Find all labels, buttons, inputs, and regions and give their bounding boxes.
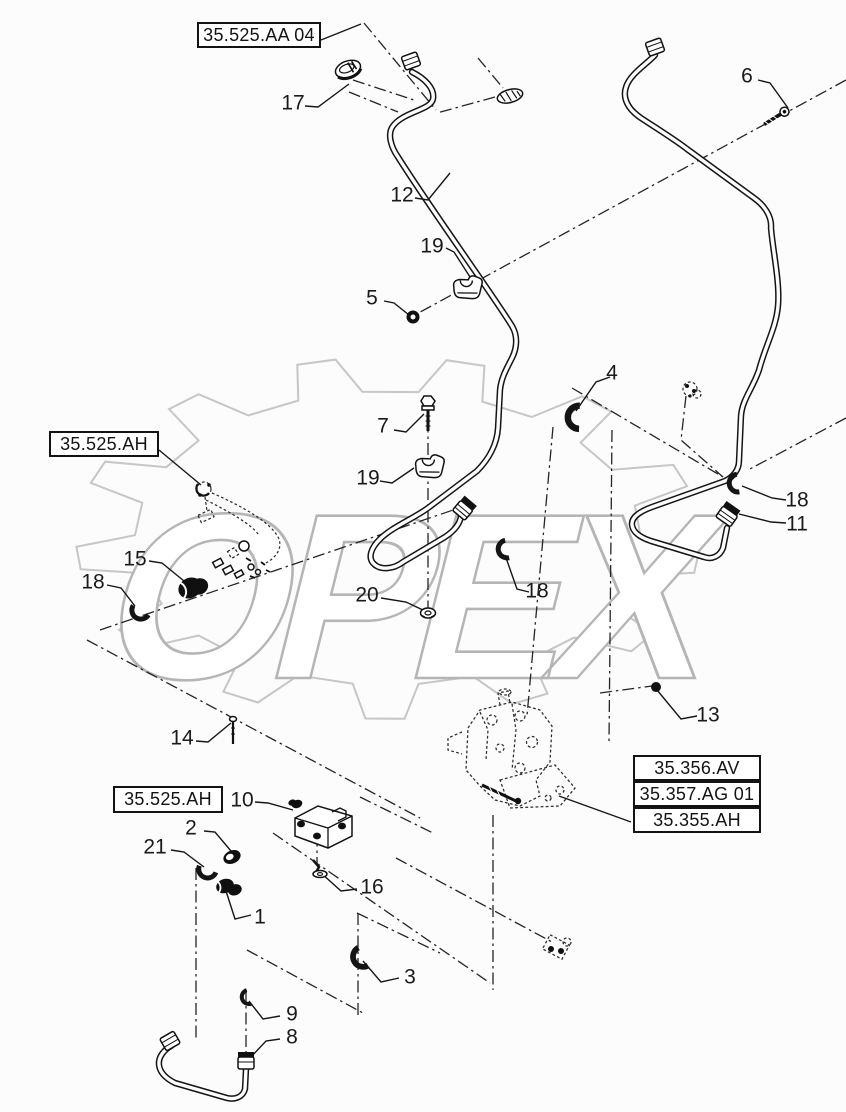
ref-35-525-ah-low: 35.525.AH bbox=[113, 786, 223, 813]
bracket-16 bbox=[312, 859, 328, 879]
tube-right bbox=[621, 51, 782, 562]
grommet-pad bbox=[496, 88, 524, 104]
ghost-fitting-lower bbox=[541, 933, 572, 961]
fitting-8 bbox=[237, 1052, 255, 1070]
callout-4: 4 bbox=[606, 361, 618, 385]
callout-5: 5 bbox=[366, 286, 378, 310]
callout-3: 3 bbox=[404, 965, 416, 989]
callout-10: 10 bbox=[230, 788, 254, 812]
clip-17 bbox=[334, 59, 363, 81]
valve-10 bbox=[288, 799, 353, 849]
ref-35-355-ah: 35.355.AH bbox=[633, 807, 761, 833]
callout-6: 6 bbox=[741, 64, 753, 88]
washer-20 bbox=[419, 607, 437, 619]
callout-14: 14 bbox=[170, 726, 194, 750]
callout-7: 7 bbox=[377, 414, 389, 438]
bolt-7 bbox=[420, 395, 436, 431]
callout-19: 19 bbox=[420, 234, 444, 258]
callout-18: 18 bbox=[785, 488, 809, 512]
callout-2: 2 bbox=[185, 816, 197, 840]
callout-8: 8 bbox=[286, 1025, 298, 1049]
ghost-fitting-upper-right bbox=[682, 381, 702, 399]
ref-35-356-av: 35.356.AV bbox=[633, 755, 761, 781]
callout-11: 11 bbox=[786, 512, 808, 536]
callout-9: 9 bbox=[286, 1002, 298, 1026]
mid-union-fitting bbox=[452, 495, 477, 521]
bolt-13 bbox=[651, 682, 661, 692]
tube-12 bbox=[367, 68, 520, 572]
tube-bottom bbox=[155, 1042, 250, 1102]
callout-13: 13 bbox=[696, 703, 720, 727]
fitting-11 bbox=[715, 501, 741, 527]
callout-16: 16 bbox=[360, 875, 384, 899]
ghost-valve-assembly bbox=[447, 688, 576, 809]
callout-15: 15 bbox=[123, 547, 147, 571]
pin-14 bbox=[228, 715, 238, 744]
elbow-fitting-1 bbox=[216, 878, 242, 896]
callout-1: 1 bbox=[254, 905, 266, 929]
callout-21: 21 bbox=[143, 835, 167, 859]
nut-5 bbox=[406, 310, 420, 324]
hidden-lines bbox=[205, 492, 281, 564]
bolt-6 bbox=[763, 106, 790, 126]
fitting-15 bbox=[178, 577, 209, 599]
callout-17: 17 bbox=[281, 91, 305, 115]
callout-12: 12 bbox=[390, 183, 414, 207]
ref-35-525-ah-left: 35.525.AH bbox=[49, 431, 159, 457]
callout-18: 18 bbox=[81, 570, 105, 594]
watermark-gear bbox=[75, 358, 701, 720]
callout-18: 18 bbox=[525, 579, 549, 603]
fitting-2 bbox=[223, 849, 241, 865]
ref-35-525-aa-04: 35.525.AA 04 bbox=[197, 22, 321, 48]
callout-19: 19 bbox=[356, 466, 380, 490]
ref-35-357-ag-01: 35.357.AG 01 bbox=[633, 781, 761, 807]
ref-assembly-35-525-ah bbox=[195, 481, 271, 580]
callout-20: 20 bbox=[355, 583, 379, 607]
